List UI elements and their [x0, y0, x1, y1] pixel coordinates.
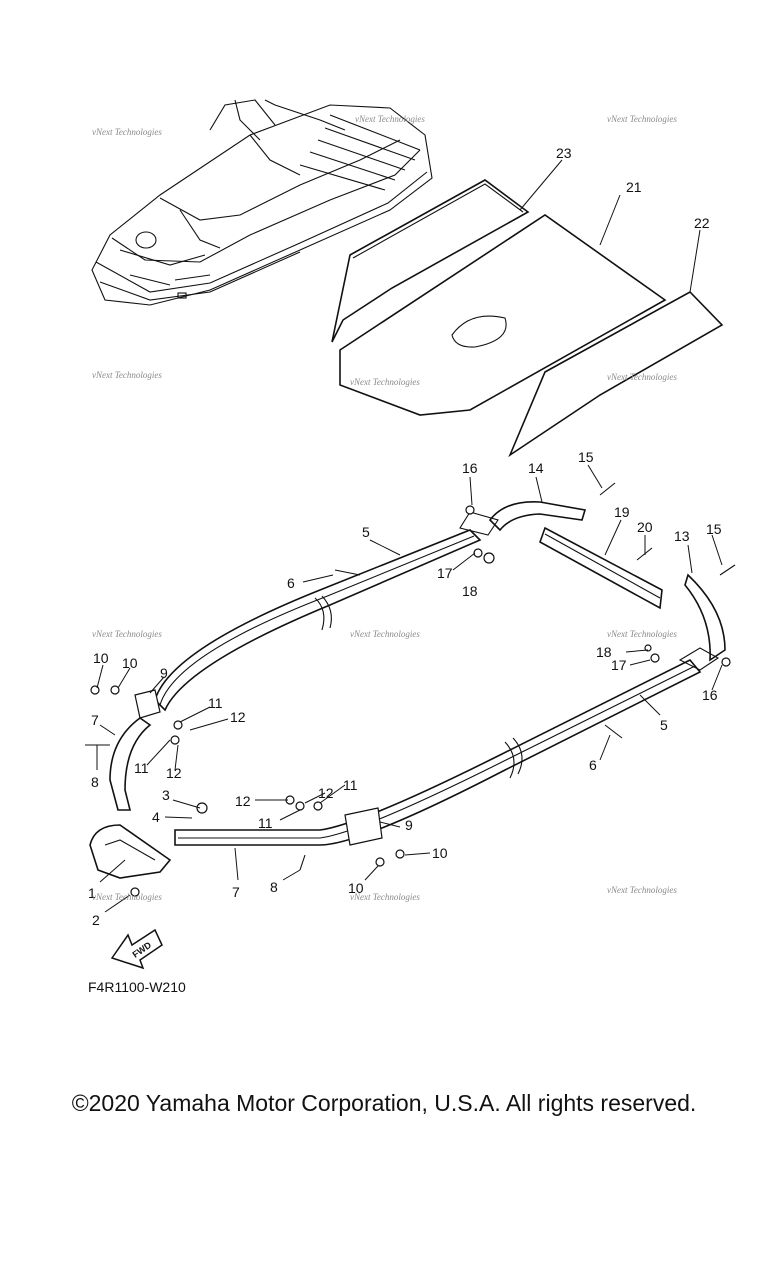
- watermark: vNext Technologies: [92, 127, 162, 137]
- callout-22: 22: [694, 215, 710, 231]
- callout-18: 18: [596, 644, 612, 660]
- callout-10: 10: [93, 650, 109, 666]
- watermark: vNext Technologies: [92, 892, 162, 902]
- callout-1: 1: [88, 885, 96, 901]
- callout-6: 6: [589, 757, 597, 773]
- leader-lines: [96, 159, 723, 913]
- callout-5: 5: [660, 717, 668, 733]
- callout-7: 7: [91, 712, 99, 728]
- front-corner-7-left[interactable]: [109, 717, 152, 811]
- callout-17: 17: [437, 565, 453, 581]
- callout-19: 19: [614, 504, 630, 520]
- callout-11: 11: [208, 695, 223, 711]
- rear-strip-19[interactable]: [539, 526, 663, 610]
- callout-14: 14: [528, 460, 544, 476]
- callout-12: 12: [235, 793, 251, 809]
- callout-23: 23: [556, 145, 572, 161]
- callout-4: 4: [152, 809, 160, 825]
- callout-9: 9: [160, 665, 168, 681]
- callout-10: 10: [432, 845, 448, 861]
- callout-10: 10: [348, 880, 364, 896]
- callout-17: 17: [611, 657, 627, 673]
- callout-8: 8: [270, 879, 278, 895]
- callout-15: 15: [706, 521, 722, 537]
- callout-16: 16: [462, 460, 478, 476]
- rear-bracket-14[interactable]: [459, 501, 587, 536]
- parts-diagram: 23 21 22 16 14 15 5 19 20 13 15 6 17 18 …: [85, 99, 736, 995]
- watermark: vNext Technologies: [350, 629, 420, 639]
- watermark: vNext Technologies: [92, 629, 162, 639]
- callout-2: 2: [92, 912, 100, 928]
- bumper-1[interactable]: [89, 824, 172, 879]
- callout-10: 10: [122, 655, 138, 671]
- callout-11: 11: [134, 760, 149, 776]
- watermark: vNext Technologies: [607, 372, 677, 382]
- callout-3: 3: [162, 787, 170, 803]
- callout-12: 12: [230, 709, 246, 725]
- callout-8: 8: [91, 774, 99, 790]
- watercraft-illustration: [91, 99, 433, 306]
- callout-9: 9: [405, 817, 413, 833]
- mat-front-23[interactable]: [331, 179, 530, 343]
- callout-15: 15: [578, 449, 594, 465]
- callout-16: 16: [702, 687, 718, 703]
- fwd-arrow-icon: FWD: [110, 928, 163, 970]
- callout-6: 6: [287, 575, 295, 591]
- callout-21: 21: [626, 179, 642, 195]
- watermark: vNext Technologies: [607, 885, 677, 895]
- gunwale-rail-left[interactable]: [154, 529, 482, 712]
- bracket-9-upper[interactable]: [134, 689, 161, 719]
- rear-bracket-13[interactable]: [678, 573, 726, 671]
- watermark: vNext Technologies: [92, 370, 162, 380]
- watermark: vNext Technologies: [350, 892, 420, 902]
- callout-11: 11: [258, 815, 273, 831]
- bracket-9-lower[interactable]: [344, 807, 383, 846]
- callout-labels: 23 21 22 16 14 15 5 19 20 13 15 6 17 18 …: [88, 145, 722, 928]
- watermark: vNext Technologies: [607, 114, 677, 124]
- callout-12: 12: [166, 765, 182, 781]
- watermark: vNext Technologies: [607, 629, 677, 639]
- gunwale-rail-right[interactable]: [174, 659, 702, 846]
- callout-20: 20: [637, 519, 653, 535]
- watermarks: vNext Technologies vNext Technologies vN…: [92, 114, 677, 902]
- mat-rear-22[interactable]: [508, 291, 724, 458]
- watermark: vNext Technologies: [355, 114, 425, 124]
- mat-center-21[interactable]: [339, 214, 667, 416]
- diagram-code: F4R1100-W210: [88, 979, 186, 995]
- callout-12: 12: [318, 785, 334, 801]
- callout-18: 18: [462, 583, 478, 599]
- copyright-notice: ©2020 Yamaha Motor Corporation, U.S.A. A…: [71, 1090, 697, 1116]
- callout-13: 13: [674, 528, 690, 544]
- callout-7: 7: [232, 884, 240, 900]
- callout-11: 11: [343, 777, 358, 793]
- callout-5: 5: [362, 524, 370, 540]
- watermark: vNext Technologies: [350, 377, 420, 387]
